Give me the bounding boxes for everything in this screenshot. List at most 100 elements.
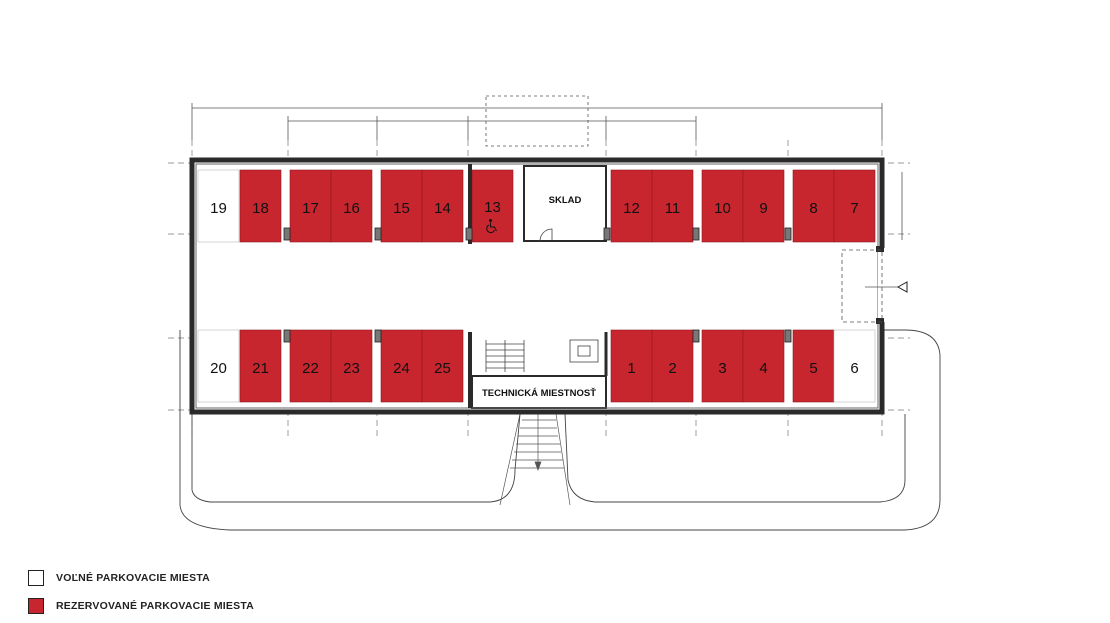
parking-spot-13: 13 [471,169,514,243]
parking-spot-number: 20 [210,360,227,377]
parking-spot-number: 10 [714,200,731,217]
parking-spot-fill [239,169,282,243]
parking-spot-fill [651,329,694,403]
parking-spot-fill [330,329,373,403]
parking-spot-number: 1 [627,360,635,377]
parking-spot-24: 24 [380,329,423,403]
storage-room-label: SKLAD [549,195,582,206]
parking-spot-number: 13 [484,199,501,216]
parking-spot-number: 6 [850,360,858,377]
parking-spot-fill [421,169,464,243]
parking-spot-fill [380,169,423,243]
parking-spot-number: 16 [343,200,360,217]
parking-spot-fill [833,329,876,403]
column [283,329,291,343]
entrance-opening [878,248,886,322]
parking-spot-fill [421,329,464,403]
parking-spot-number: 17 [302,200,319,217]
parking-spot-2: 2 [651,329,694,403]
legend-free: VOĽNÉ PARKOVACIE MIESTA [28,570,210,586]
parking-spot-number: 8 [809,200,817,217]
legend-reserved-swatch [28,598,44,614]
parking-spot-14: 14 [421,169,464,243]
column [784,227,792,241]
parking-spot-fill [701,329,744,403]
column [692,227,700,241]
parking-spot-20: 20 [197,329,240,403]
parking-spot-fill [289,169,332,243]
parking-spot-number: 5 [809,360,817,377]
parking-spot-fill [742,169,785,243]
column [283,227,291,241]
parking-spot-fill [610,169,653,243]
parking-spot-fill [792,329,835,403]
parking-spot-18: 18 [239,169,282,243]
parking-spot-number: 12 [623,200,640,217]
exterior-stair [499,413,571,506]
parking-spot-5: 5 [792,329,835,403]
column [465,227,473,241]
column [784,329,792,343]
parking-spot-12: 12 [610,169,653,243]
parking-spot-23: 23 [330,329,373,403]
parking-spot-number: 11 [665,200,681,217]
parking-spot-fill [239,329,282,403]
parking-spot-15: 15 [380,169,423,243]
parking-spot-number: 7 [850,200,858,217]
parking-spot-11: 11 [651,169,694,243]
column [603,227,611,241]
parking-spot-3: 3 [701,329,744,403]
column [374,227,382,241]
parking-spot-number: 19 [210,200,227,217]
parking-spot-fill [701,169,744,243]
wall-jamb-bottom [876,318,884,324]
parking-spot-22: 22 [289,329,332,403]
wall-jamb-top [876,246,884,252]
parking-spot-25: 25 [421,329,464,403]
wheelchair-icon [486,219,497,234]
parking-spot-fill [792,169,835,243]
parking-spot-17: 17 [289,169,332,243]
parking-spot-fill [610,329,653,403]
columns [283,227,792,343]
column [374,329,382,343]
parking-spot-7: 7 [833,169,876,243]
parking-spot-fill [289,329,332,403]
parking-spot-1: 1 [610,329,653,403]
parking-spot-fill [742,329,785,403]
parking-spot-number: 22 [302,360,319,377]
parking-spot-number: 18 [252,200,269,217]
parking-spot-number: 4 [759,360,767,377]
parking-spot-number: 2 [668,360,676,377]
legend-free-label: VOĽNÉ PARKOVACIE MIESTA [56,572,210,584]
technical-room-label: TECHNICKÁ MIESTNOSŤ [482,387,596,399]
parking-spot-number: 21 [252,360,269,377]
parking-spot-fill [651,169,694,243]
site-contour [179,329,941,531]
parking-spot-number: 24 [393,360,410,377]
parking-spot-19: 19 [197,169,240,243]
parking-spot-fill [833,169,876,243]
parking-spot-4: 4 [742,329,785,403]
column [692,329,700,343]
parking-spot-number: 15 [393,200,410,217]
parking-spot-fill [471,169,514,243]
parking-spot-number: 23 [343,360,360,377]
door-swing-icon [539,228,553,242]
parking-spot-number: 25 [434,360,451,377]
parking-spot-fill [197,169,240,243]
dimension-lines [191,95,883,147]
spots-row-top: 19 18 17 16 15 14 13 12 11 10 9 8 7 [197,169,876,243]
parking-spot-number: 3 [718,360,726,377]
parking-spot-number: 9 [759,200,767,217]
entrance-arrow-icon [896,281,908,293]
parking-spot-number: 14 [434,200,451,217]
parking-spot-fill [330,169,373,243]
parking-spot-fill [197,329,240,403]
parking-spot-9: 9 [742,169,785,243]
parking-spot-8: 8 [792,169,835,243]
legend-free-swatch [28,570,44,586]
parking-spot-10: 10 [701,169,744,243]
